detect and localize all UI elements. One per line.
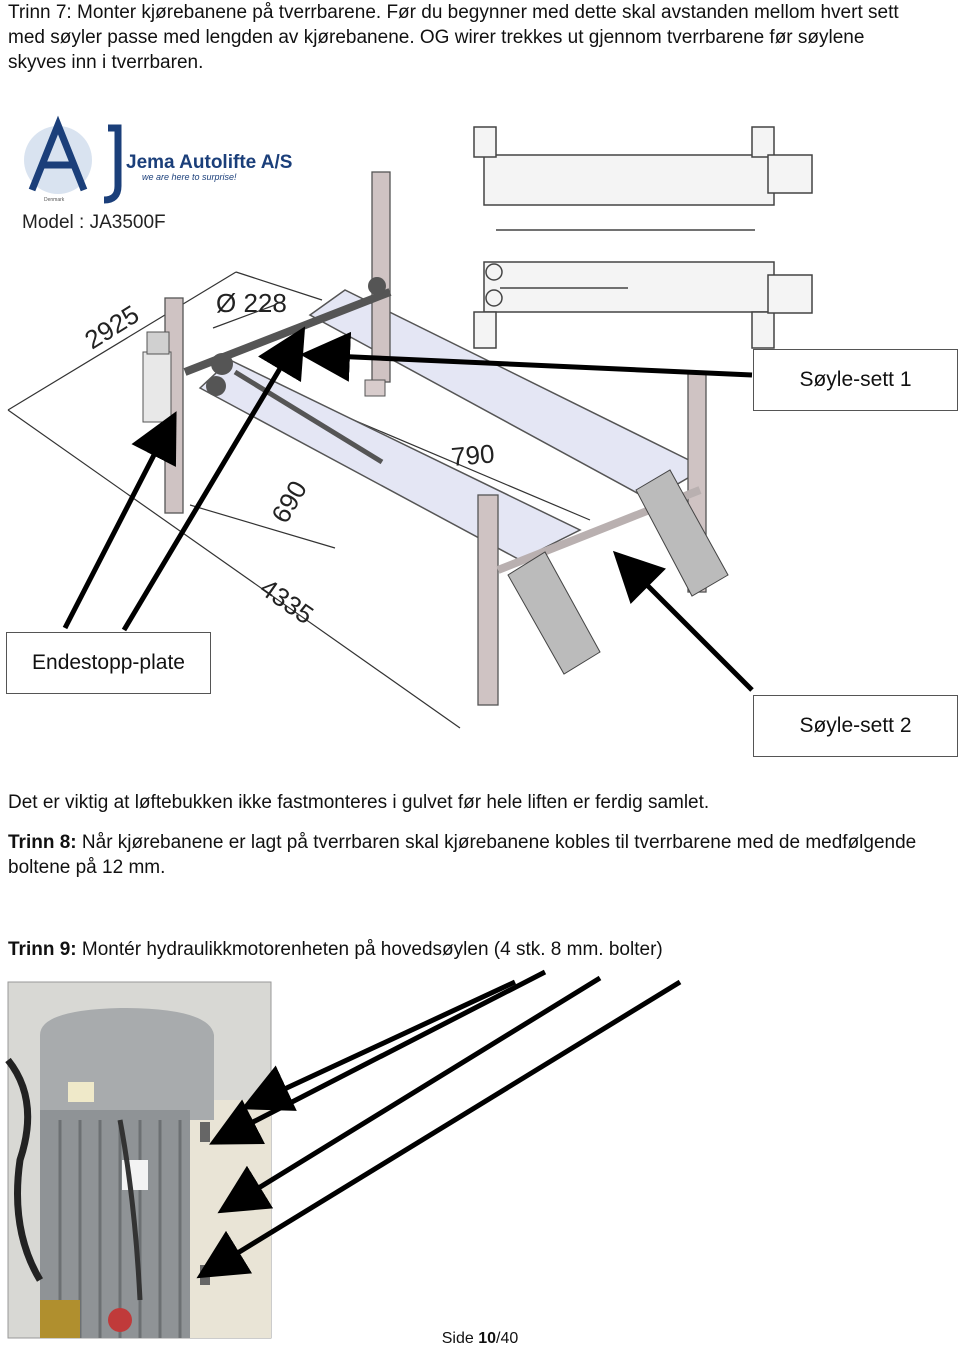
hydraulic-motor-photo xyxy=(5,981,272,1339)
important-note: Det er viktig at løftebukken ikke fastmo… xyxy=(8,792,710,813)
intro-paragraph: Trinn 7: Monter kjørebanene på tverrbare… xyxy=(8,0,908,75)
lift-perspective-view: 2925 Ø 228 790 690 4335 xyxy=(7,171,729,729)
footer-page-number: 10 xyxy=(478,1330,496,1347)
logo-brand-text: Jema Autolifte A/S xyxy=(126,152,292,173)
step8-text: Når kjørebanene er lagt på tverrbaren sk… xyxy=(8,832,917,878)
bolt-arrows xyxy=(196,969,682,1279)
dim-790: 790 xyxy=(450,438,496,472)
step9-text: Montér hydraulikkmotorenheten på hovedsø… xyxy=(76,939,663,960)
footer-prefix: Side xyxy=(441,1330,479,1347)
callout-arrows xyxy=(62,326,754,692)
callout-endestopp-plate: Endestopp-plate xyxy=(6,632,211,694)
lift-top-view xyxy=(473,126,813,349)
dim-228: Ø 228 xyxy=(216,288,287,318)
step9-paragraph: Trinn 9: Montér hydraulikkmotorenheten p… xyxy=(8,937,948,962)
company-logo: Jema Autolifte A/S we are here to surpri… xyxy=(22,115,292,233)
logo-sub-text: Denmark xyxy=(44,197,65,203)
dim-690: 690 xyxy=(265,475,313,528)
logo-tagline-text: we are here to surprise! xyxy=(142,172,237,182)
step8-paragraph: Trinn 8: Når kjørebanene er lagt på tver… xyxy=(8,830,948,880)
step9-label: Trinn 9: xyxy=(8,939,77,960)
intro-step-label: Trinn 7: xyxy=(8,2,72,23)
callout-soyle-sett-1: Søyle-sett 1 xyxy=(753,349,958,411)
callout-soyle-sett-2: Søyle-sett 2 xyxy=(753,695,958,757)
footer-total: /40 xyxy=(496,1330,519,1347)
step8-label: Trinn 8: xyxy=(8,832,77,853)
intro-text: Monter kjørebanene på tverrbarene. Før d… xyxy=(8,2,899,73)
model-label: Model : JA3500F xyxy=(22,212,166,233)
page-footer: Side 10/40 xyxy=(0,1330,960,1348)
